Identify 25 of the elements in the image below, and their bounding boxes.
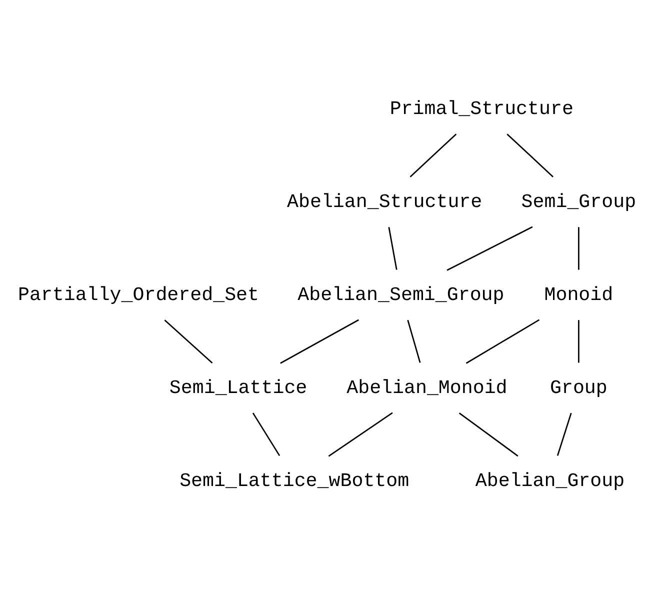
connector	[252, 412, 280, 456]
node-text: Abelian_Semi_Group	[298, 284, 504, 306]
node-text: Primal_Structure	[390, 98, 574, 120]
connector	[446, 226, 533, 270]
connector	[410, 133, 457, 177]
node-text: Abelian_Group	[475, 469, 625, 492]
node-text: Abelian_Monoid	[346, 376, 508, 399]
node-text: Semi_Group	[521, 190, 636, 213]
connector	[556, 412, 572, 456]
connector	[407, 319, 421, 362]
connector	[164, 319, 213, 364]
node-text: Semi_Lattice	[169, 376, 308, 399]
connector	[388, 226, 398, 270]
connector	[466, 318, 540, 364]
node-text: Partially_Ordered_Set	[18, 284, 260, 306]
connector	[578, 226, 580, 270]
connector	[328, 412, 393, 456]
node-text: Monoid	[544, 284, 614, 306]
node-text: Semi_Lattice_wBottom	[180, 469, 410, 492]
connector	[458, 412, 518, 456]
node-text: Abelian_Structure	[287, 190, 482, 213]
connector	[506, 133, 554, 177]
node-text: Group	[550, 376, 608, 399]
connector	[578, 320, 580, 362]
connector	[280, 318, 359, 364]
